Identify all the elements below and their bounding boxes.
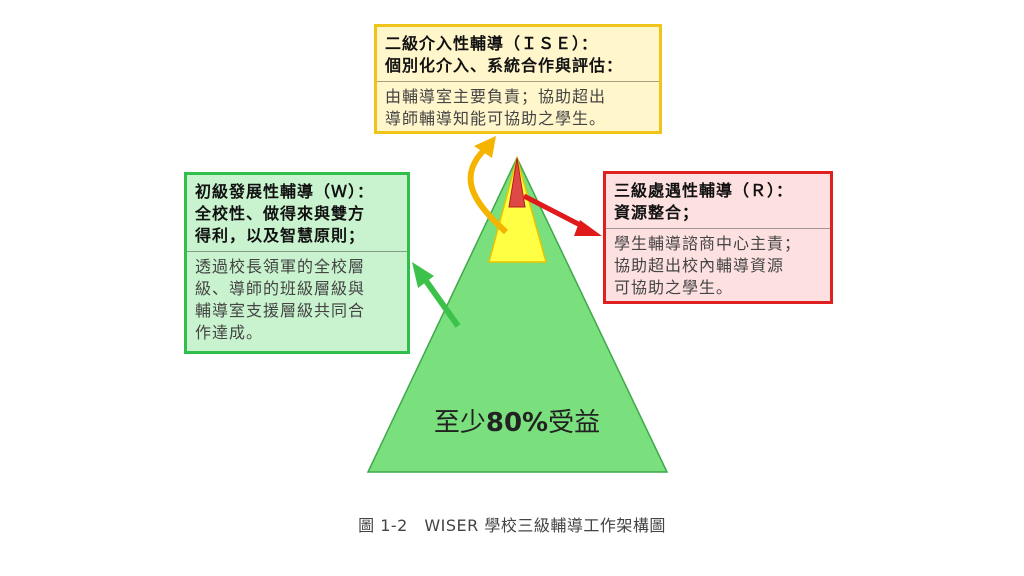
- box-r-title: 三級處遇性輔導（Ｒ）： 資源整合；: [606, 174, 830, 229]
- box-w-title-line: 得利，以及智慧原則；: [195, 226, 366, 245]
- box-r-body-line: 協助超出校內輔導資源: [614, 256, 785, 275]
- pyramid-top-tier: [508, 157, 526, 208]
- box-ise-body: 由輔導室主要負責；協助超出 導師輔導知能可協助之學生。: [377, 82, 659, 134]
- box-w-body-line: 透過校長領軍的全校層: [195, 257, 366, 276]
- box-ise-secondary-intervention: 二級介入性輔導（ＩＳＥ）： 個別化介入、系統合作與評估： 由輔導室主要負責；協助…: [374, 24, 662, 134]
- box-w-title-line: 全校性、做得來與雙方: [195, 204, 366, 223]
- pyramid-center-label: 至少80%受益: [433, 408, 601, 438]
- box-ise-title: 二級介入性輔導（ＩＳＥ）： 個別化介入、系統合作與評估：: [377, 27, 659, 82]
- arrow-to-r-head: [574, 220, 602, 236]
- box-r-body: 學生輔導諮商中心主責； 協助超出校內輔導資源 可協助之學生。: [606, 229, 830, 303]
- box-r-tertiary-treatment: 三級處遇性輔導（Ｒ）： 資源整合； 學生輔導諮商中心主責； 協助超出校內輔導資源…: [603, 171, 833, 304]
- box-ise-body-line: 由輔導室主要負責；協助超出: [385, 87, 607, 106]
- box-r-body-line: 學生輔導諮商中心主責；: [614, 234, 802, 253]
- box-r-body-line: 可協助之學生。: [614, 278, 734, 297]
- box-r-title-line: 資源整合；: [614, 203, 700, 222]
- arrow-to-w-head: [412, 262, 434, 288]
- box-w-primary-development: 初級發展性輔導（Ｗ）： 全校性、做得來與雙方 得利，以及智慧原則； 透過校長領軍…: [184, 172, 410, 354]
- box-w-body: 透過校長領軍的全校層 級、導師的班級層級與 輔導室支援層級共同合 作達成。: [187, 252, 407, 348]
- pyramid-middle-tier: [488, 155, 547, 263]
- box-ise-title-line: 個別化介入、系統合作與評估：: [385, 56, 624, 75]
- arrow-to-ise: [467, 145, 508, 235]
- box-w-title: 初級發展性輔導（Ｗ）： 全校性、做得來與雙方 得利，以及智慧原則；: [187, 175, 407, 252]
- figure-caption: 圖 1-2 WISER 學校三級輔導工作架構圖: [358, 516, 666, 535]
- box-ise-title-line: 二級介入性輔導（ＩＳＥ）：: [385, 34, 599, 53]
- box-w-body-line: 作達成。: [195, 323, 264, 342]
- box-ise-body-line: 導師輔導知能可協助之學生。: [385, 109, 607, 128]
- pyramid-base-tier: [366, 156, 669, 473]
- arrow-to-w: [421, 276, 461, 328]
- box-r-title-line: 三級處遇性輔導（Ｒ）：: [614, 181, 794, 200]
- box-w-title-line: 初級發展性輔導（Ｗ）：: [195, 182, 375, 201]
- arrow-to-r: [522, 193, 588, 231]
- box-w-body-line: 輔導室支援層級共同合: [195, 301, 366, 320]
- arrow-to-ise-head: [474, 136, 496, 158]
- box-w-body-line: 級、導師的班級層級與: [195, 279, 366, 298]
